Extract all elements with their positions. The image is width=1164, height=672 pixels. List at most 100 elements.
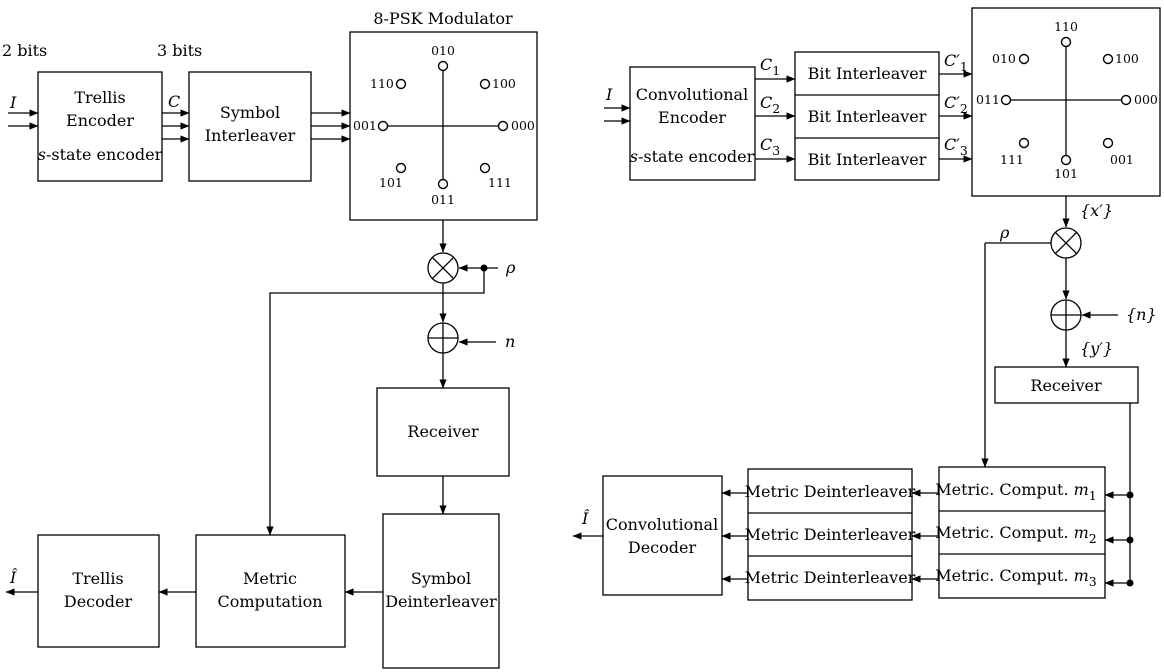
interleaved-bit-label: C′3 bbox=[944, 135, 968, 158]
modulator-title: 8-PSK Modulator bbox=[373, 9, 513, 28]
trellis-encoder-label-2: Encoder bbox=[66, 111, 134, 130]
fading-label: ρ bbox=[999, 223, 1010, 242]
constellation-point bbox=[479, 162, 491, 174]
conv-decoder-label-1: Convolutional bbox=[606, 515, 718, 534]
trellis-encoder-label-1: Trellis bbox=[74, 88, 125, 107]
coded-bit-label: C1 bbox=[760, 55, 780, 78]
noise-label: {n} bbox=[1126, 305, 1157, 324]
input-bits-label: 2 bits bbox=[2, 41, 47, 60]
x-prime-label: {x′} bbox=[1080, 201, 1113, 220]
convolutional-decoder: Convolutional Decoder bbox=[602, 475, 723, 596]
bit-interleaver-label: Bit Interleaver bbox=[808, 64, 927, 83]
metric-computation-label-1: Metric bbox=[243, 569, 297, 588]
constellation-label: 111 bbox=[488, 175, 512, 190]
fading-multiplier bbox=[1050, 227, 1082, 259]
bit-interleaver-label: Bit Interleaver bbox=[808, 107, 927, 126]
constellation-point bbox=[377, 120, 389, 132]
output-symbol-label: Î bbox=[9, 567, 18, 587]
trellis-decoder-label-2: Decoder bbox=[64, 592, 133, 611]
constellation-label: 101 bbox=[1054, 166, 1078, 181]
conv-encoder-state-label: s-state encoder bbox=[630, 147, 755, 166]
symbol-interleaver-label-1: Symbol bbox=[220, 103, 280, 122]
receiver-label: Receiver bbox=[407, 422, 479, 441]
constellation-label: 011 bbox=[431, 192, 455, 207]
psk-modulator-left: 010 110 100 001 000 101 111 011 bbox=[349, 31, 538, 221]
constellation-point bbox=[1120, 94, 1132, 106]
conv-encoder-label-1: Convolutional bbox=[636, 85, 748, 104]
metric-deinterleaver-label: Metric Deinterleaver bbox=[745, 482, 916, 501]
noise-adder bbox=[427, 322, 459, 354]
conv-decoder-label-2: Decoder bbox=[628, 538, 697, 557]
constellation-point bbox=[1060, 154, 1072, 166]
constellation-label: 101 bbox=[379, 175, 403, 190]
constellation-point bbox=[1060, 36, 1072, 48]
symbol-deinterleaver-label-1: Symbol bbox=[411, 569, 471, 588]
constellation-point bbox=[1102, 53, 1114, 65]
receiver-left: Receiver bbox=[376, 387, 510, 477]
interleaved-bit-label: C′1 bbox=[944, 51, 968, 74]
convolutional-encoder: Convolutional Encoder s-state encoder bbox=[629, 66, 756, 181]
symbol-deinterleaver-label-2: Deinterleaver bbox=[385, 592, 497, 611]
constellation-point bbox=[1018, 137, 1030, 149]
psk-modulator-right: 110 010 100 011 000 111 001 101 bbox=[971, 7, 1161, 197]
receiver-right: Receiver bbox=[994, 366, 1139, 404]
metric-computation-left: Metric Computation bbox=[195, 534, 346, 648]
metric-comput-label: Metric. Comput. m2 bbox=[935, 523, 1097, 546]
metric-deinterleaver-label: Metric Deinterleaver bbox=[745, 525, 916, 544]
constellation-label: 011 bbox=[976, 92, 1000, 107]
constellation-label: 100 bbox=[1115, 51, 1139, 66]
input-symbol-label: I bbox=[9, 93, 17, 112]
symbol-interleaver-label-2: Interleaver bbox=[205, 126, 296, 145]
left-diagram: 2 bits 3 bits I Trellis Encoder s-state … bbox=[2, 9, 538, 669]
constellation-point bbox=[1018, 53, 1030, 65]
constellation-point bbox=[395, 162, 407, 174]
constellation-label: 110 bbox=[370, 76, 394, 91]
output-symbol-label: Î bbox=[581, 508, 590, 528]
fading-multiplier bbox=[427, 252, 459, 284]
symbol-deinterleaver: Symbol Deinterleaver bbox=[382, 513, 500, 669]
constellation-label: 110 bbox=[1054, 19, 1078, 34]
constellation-label: 000 bbox=[1134, 92, 1158, 107]
metric-comput-label: Metric. Comput. m3 bbox=[935, 566, 1097, 589]
constellation-point bbox=[437, 178, 449, 190]
constellation-point bbox=[395, 78, 407, 90]
coded-symbol-label: C bbox=[168, 92, 180, 111]
bit-interleaver-label: Bit Interleaver bbox=[808, 150, 927, 169]
trellis-encoder-state-label: s-state encoder bbox=[38, 145, 163, 164]
right-diagram: I Convolutional Encoder s-state encoder … bbox=[572, 7, 1161, 601]
input-symbol-label: I bbox=[605, 85, 613, 104]
fading-label: ρ bbox=[505, 258, 516, 277]
conv-encoder-label-2: Encoder bbox=[658, 108, 726, 127]
constellation-point bbox=[437, 60, 449, 72]
trellis-decoder: Trellis Decoder bbox=[37, 534, 160, 648]
noise-label: n bbox=[505, 332, 515, 351]
trellis-encoder: Trellis Encoder s-state encoder bbox=[37, 71, 163, 182]
constellation-label: 010 bbox=[431, 43, 455, 58]
metric-computation-label-2: Computation bbox=[217, 592, 322, 611]
constellation-label: 000 bbox=[511, 118, 535, 133]
fading-to-metric-line bbox=[266, 268, 485, 536]
constellation-label: 001 bbox=[353, 118, 377, 133]
constellation-label: 100 bbox=[492, 76, 516, 91]
constellation-label: 111 bbox=[1000, 152, 1024, 167]
constellation-point bbox=[1000, 94, 1012, 106]
trellis-decoder-label-1: Trellis bbox=[72, 569, 123, 588]
constellation-point bbox=[1102, 137, 1114, 149]
coded-bits-label: 3 bits bbox=[157, 41, 202, 60]
metric-computation-stack: Metric. Comput. m1 Metric. Comput. m2 Me… bbox=[935, 466, 1106, 599]
noise-adder bbox=[1050, 299, 1082, 331]
constellation-label: 001 bbox=[1110, 152, 1134, 167]
y-prime-label: {y′} bbox=[1080, 339, 1113, 358]
constellation-point bbox=[479, 78, 491, 90]
coded-bit-label: C2 bbox=[760, 93, 780, 116]
receiver-label: Receiver bbox=[1030, 376, 1102, 395]
metric-comput-label: Metric. Comput. m1 bbox=[935, 480, 1097, 503]
coded-bit-label: C3 bbox=[760, 135, 780, 158]
metric-deinterleaver-label: Metric Deinterleaver bbox=[745, 568, 916, 587]
constellation-label: 010 bbox=[992, 51, 1016, 66]
bit-interleaver-stack: Bit Interleaver Bit Interleaver Bit Inte… bbox=[794, 51, 940, 181]
metric-deinterleaver-stack: Metric Deinterleaver Metric Deinterleave… bbox=[745, 468, 916, 601]
interleaved-bit-label: C′2 bbox=[944, 93, 968, 116]
symbol-interleaver: Symbol Interleaver bbox=[188, 71, 312, 182]
